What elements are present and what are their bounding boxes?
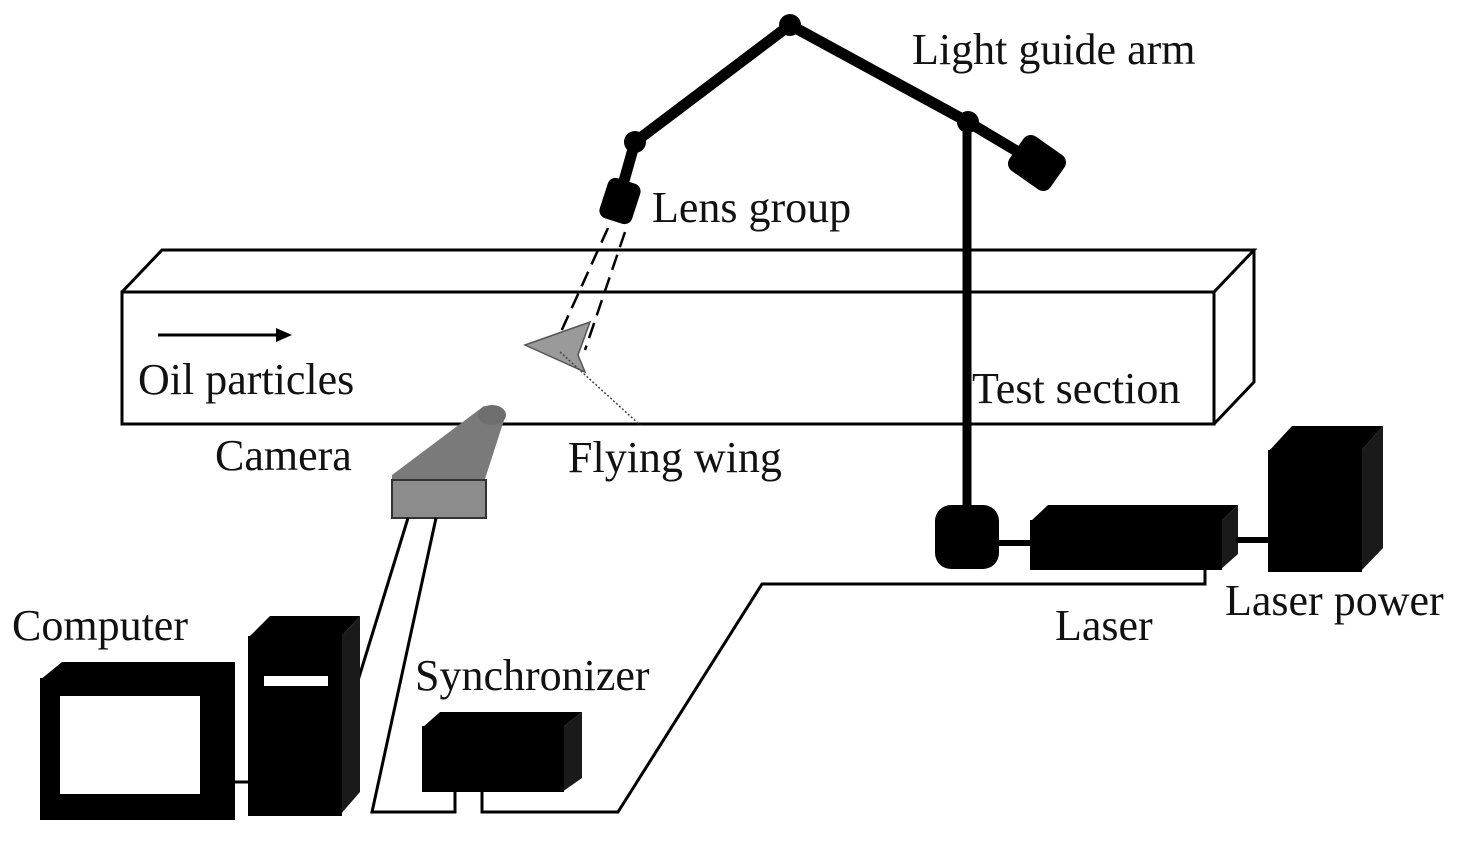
- label-oil-particles: Oil particles: [138, 355, 354, 404]
- label-flying-wing: Flying wing: [568, 433, 782, 482]
- label-computer: Computer: [12, 601, 188, 650]
- cable-camera-synchronizer: [370, 517, 457, 814]
- computer-monitor: [40, 662, 235, 820]
- laser-power-box: [1268, 426, 1383, 572]
- camera-body: [391, 405, 506, 519]
- label-synchronizer: Synchronizer: [415, 651, 650, 700]
- arm-joints: [624, 14, 979, 153]
- cable-synchronizer-laser: [480, 565, 1207, 814]
- light-sheet: [553, 227, 627, 351]
- flying-wing-model: [522, 320, 641, 426]
- label-test-section: Test section: [972, 364, 1180, 413]
- label-laser: Laser: [1055, 601, 1153, 650]
- test-section-box: [120, 248, 1258, 426]
- lens-group-body: [599, 177, 641, 225]
- flow-arrow: [158, 328, 292, 342]
- light-guide-arm: [616, 19, 1046, 194]
- synchronizer-box: [422, 712, 582, 792]
- label-camera: Camera: [215, 431, 352, 480]
- label-lens-group: Lens group: [652, 183, 851, 232]
- label-light-guide-arm: Light guide arm: [912, 25, 1196, 74]
- label-laser-power: Laser power: [1225, 576, 1444, 625]
- arm-end-head: [1008, 134, 1066, 192]
- laser-box: [1030, 505, 1238, 570]
- laser-head-joint: [935, 505, 999, 569]
- cable-camera-computer: [350, 517, 410, 701]
- computer-tower: [248, 616, 360, 816]
